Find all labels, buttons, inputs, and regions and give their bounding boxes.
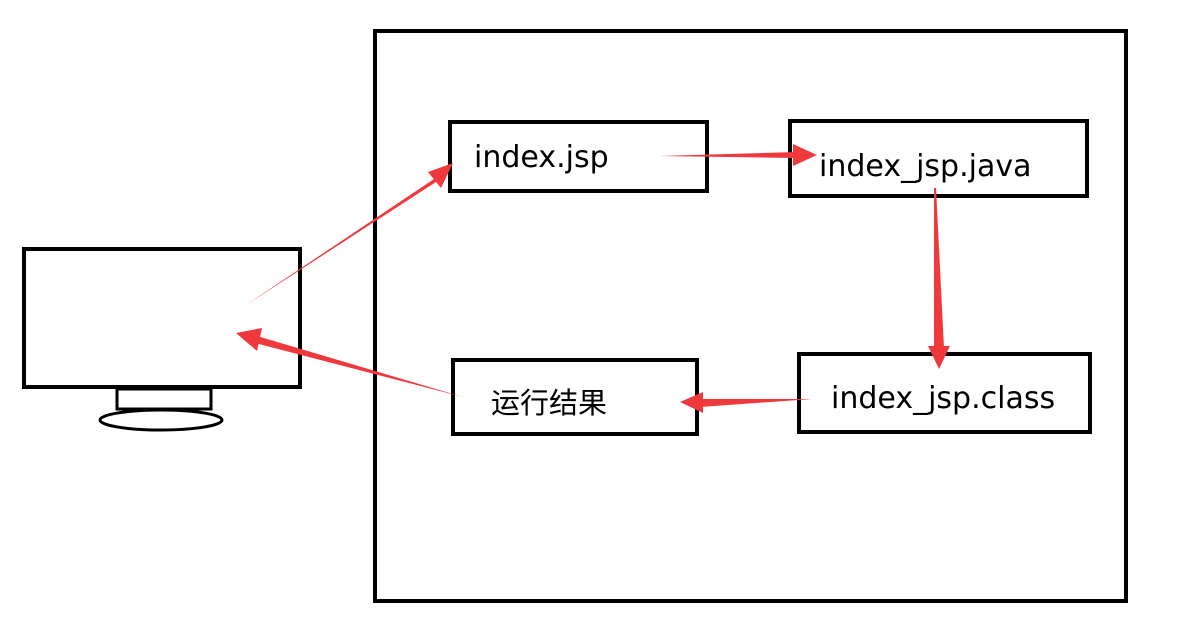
node-index-jsp-java-box — [788, 119, 1089, 198]
node-index-jsp-label: index.jsp — [474, 140, 609, 175]
monitor-base — [98, 408, 224, 432]
arrow-result-to-client — [236, 328, 463, 397]
monitor-screen — [22, 247, 302, 389]
arrow-client-to-jsp — [243, 163, 453, 307]
node-run-result-label: 运行结果 — [491, 386, 607, 420]
node-index-jsp-java-label: index_jsp.java — [819, 149, 1031, 184]
node-index-jsp-java: index_jsp.java — [788, 119, 1089, 198]
monitor-icon — [22, 247, 302, 432]
arrow-java-to-class — [928, 188, 950, 369]
monitor-neck — [115, 387, 213, 411]
arrow-class-to-result — [680, 392, 812, 413]
node-run-result: 运行结果 — [451, 358, 699, 436]
server-container — [373, 29, 1128, 603]
node-index-jsp-class-label: index_jsp.class — [831, 381, 1055, 416]
node-index-jsp-class: index_jsp.class — [797, 352, 1092, 434]
node-index-jsp: index.jsp — [448, 120, 709, 193]
arrow-jsp-to-java — [659, 144, 817, 166]
